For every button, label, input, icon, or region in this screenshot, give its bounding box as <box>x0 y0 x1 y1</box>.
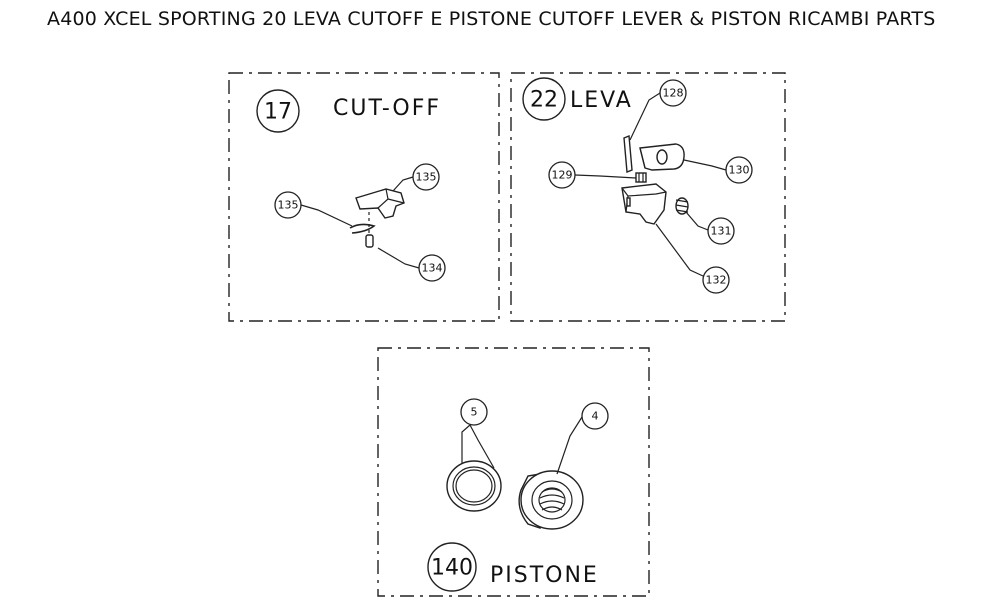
svg-text:135: 135 <box>278 199 299 212</box>
piston-ring-drawing <box>446 460 502 512</box>
svg-text:131: 131 <box>711 225 732 238</box>
piston-drawing <box>518 470 584 530</box>
leva-panel: 22 LEVA 128 <box>510 72 786 322</box>
svg-text:128: 128 <box>663 87 684 100</box>
svg-text:22: 22 <box>530 88 558 113</box>
cutoff-frame <box>228 72 500 322</box>
callout-129: 129 <box>548 161 576 189</box>
svg-text:134: 134 <box>422 262 443 275</box>
leva-part-drawing <box>621 135 689 225</box>
svg-text:140: 140 <box>431 556 473 581</box>
svg-text:17: 17 <box>264 100 292 125</box>
svg-text:132: 132 <box>706 274 727 287</box>
cutoff-part-drawing <box>349 188 405 248</box>
callout-4: 4 <box>581 402 609 430</box>
svg-text:135: 135 <box>416 171 437 184</box>
callout-135-left: 135 <box>274 191 302 219</box>
svg-text:5: 5 <box>471 406 478 419</box>
callout-130: 130 <box>725 156 753 184</box>
pistone-number-badge: 140 <box>427 542 477 592</box>
svg-text:4: 4 <box>592 410 599 423</box>
callout-128: 128 <box>659 79 687 107</box>
callout-135-top: 135 <box>412 163 440 191</box>
callout-132: 132 <box>702 266 730 294</box>
cutoff-number-badge: 17 <box>256 89 300 133</box>
cutoff-panel: 17 CUT-OFF 135 135 134 <box>228 72 500 322</box>
pistone-label: PISTONE <box>490 563 599 588</box>
callout-5: 5 <box>460 398 488 426</box>
leva-number-badge: 22 <box>522 77 566 121</box>
svg-text:130: 130 <box>729 164 750 177</box>
pistone-panel: 140 PISTONE 5 4 <box>377 347 650 597</box>
callout-134: 134 <box>418 254 446 282</box>
page-title: A400 XCEL SPORTING 20 LEVA CUTOFF E PIST… <box>47 8 936 30</box>
pistone-frame <box>377 347 650 597</box>
leva-frame <box>510 72 786 322</box>
svg-text:129: 129 <box>552 169 573 182</box>
callout-131: 131 <box>707 217 735 245</box>
leva-label: LEVA <box>570 88 633 113</box>
cutoff-label: CUT-OFF <box>333 96 441 121</box>
